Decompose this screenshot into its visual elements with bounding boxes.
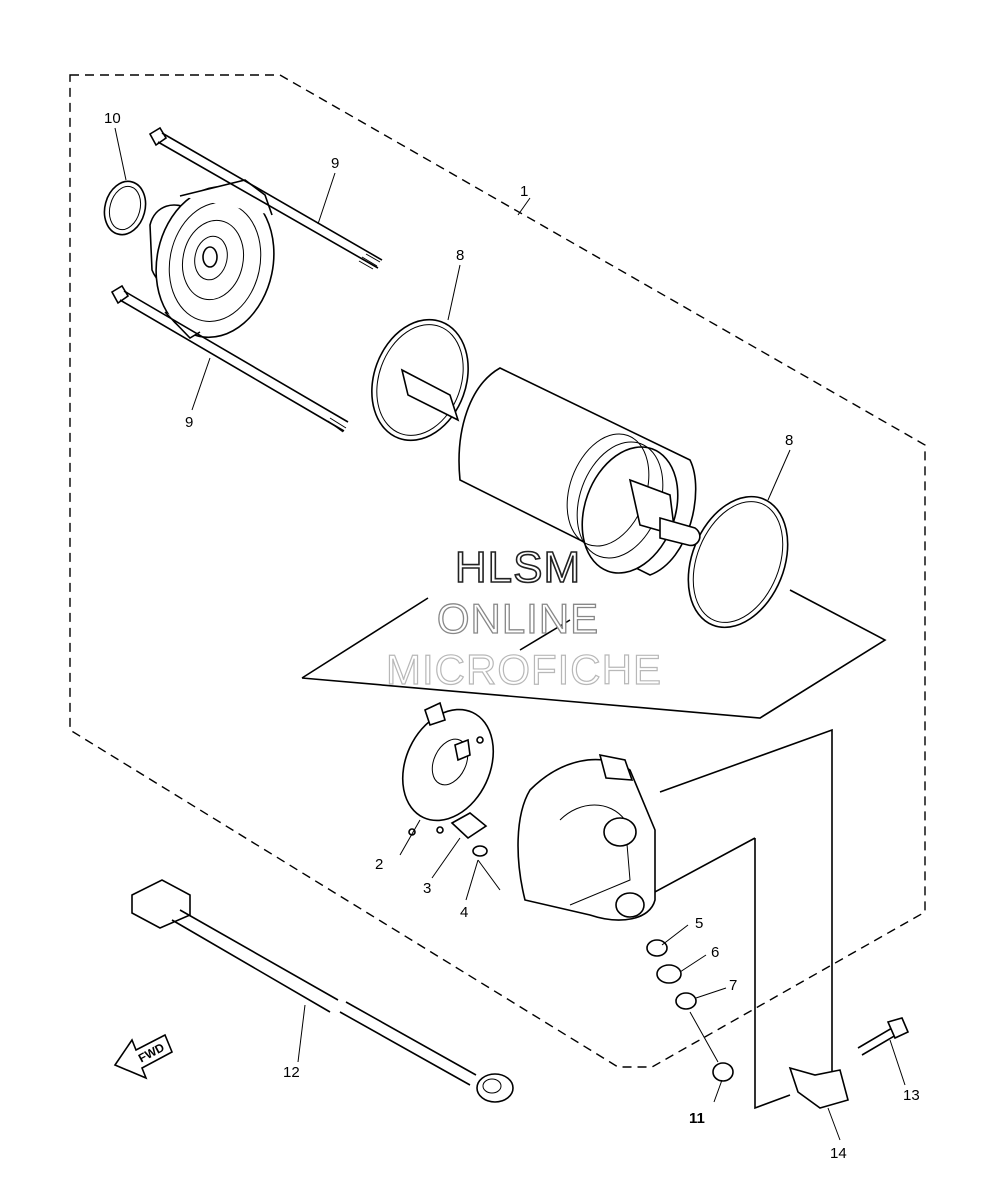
leader-lines <box>114 127 906 1141</box>
washer-6 <box>656 964 682 984</box>
callout-8-upper: 8 <box>456 247 464 264</box>
watermark: HLSM ONLINE MICROFICHE <box>385 542 662 693</box>
watermark-line-2: ONLINE <box>437 595 599 642</box>
callout-9-lower: 9 <box>185 414 193 431</box>
callout-9-upper: 9 <box>331 155 339 172</box>
washer-5 <box>646 939 668 957</box>
bolt-13 <box>857 1017 910 1056</box>
starter-lead-12 <box>131 879 514 1103</box>
clamp-14 <box>788 1066 849 1109</box>
brush-holder-plate-2 <box>401 701 495 836</box>
nut-11 <box>712 1062 734 1082</box>
callout-5: 5 <box>695 915 703 932</box>
callout-11: 11 <box>689 1110 705 1127</box>
watermark-line-1: HLSM <box>455 543 581 592</box>
nut-7 <box>675 992 697 1010</box>
o-ring-8-upper <box>371 318 469 442</box>
callout-10: 10 <box>104 110 121 127</box>
washer-4 <box>472 845 488 857</box>
callout-3: 3 <box>423 880 431 897</box>
callout-labels: 1 2 3 4 5 6 7 8 8 9 9 10 11 12 13 14 <box>104 110 920 1162</box>
callout-7: 7 <box>729 977 737 994</box>
alignment-plane-upper <box>301 589 887 719</box>
callout-2: 2 <box>375 856 383 873</box>
callout-1: 1 <box>520 183 528 200</box>
alignment-plane-lower <box>639 728 833 1110</box>
assembly-boundary-dashed <box>69 74 926 1068</box>
callout-13: 13 <box>903 1087 920 1104</box>
forward-direction-arrow: FWD <box>113 1033 174 1080</box>
brush-3 <box>450 812 488 840</box>
front-cover-bracket <box>149 179 275 340</box>
watermark-line-3: MICROFICHE <box>386 646 662 693</box>
callout-14: 14 <box>830 1145 847 1162</box>
callout-6: 6 <box>711 944 719 961</box>
rear-cover <box>517 753 656 921</box>
callout-4: 4 <box>460 904 468 921</box>
callout-12: 12 <box>283 1064 300 1081</box>
callout-8-lower: 8 <box>785 432 793 449</box>
through-bolt-9-upper <box>148 126 383 270</box>
o-ring-10 <box>103 180 147 236</box>
through-bolt-9-lower <box>110 284 349 433</box>
starter-yoke-armature <box>400 367 701 576</box>
